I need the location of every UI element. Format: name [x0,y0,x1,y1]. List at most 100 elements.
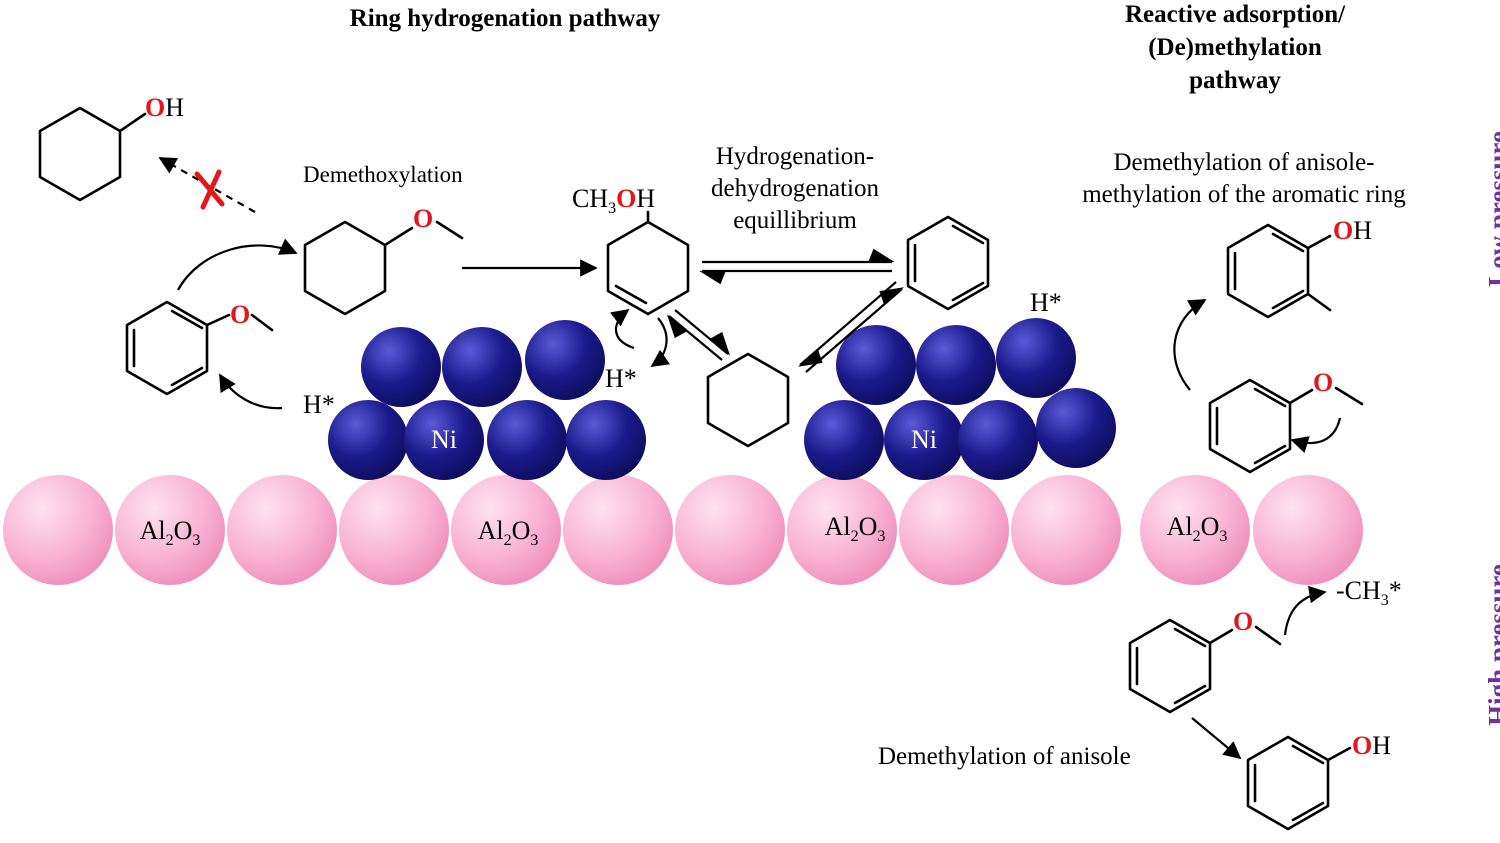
methyl-star: * [1388,576,1402,605]
red-cross-icon [194,169,225,210]
methanol-formula: CH3OH [572,184,655,224]
support-al: Al [824,512,851,541]
nickel-label: Ni [431,425,457,454]
methanol-hydrogen: H [636,184,656,213]
hydrogen-atom: H [1372,731,1392,760]
support-o: O [1200,512,1220,541]
surface-hydrogen-curved-arrow [610,308,635,350]
nickel-sphere [884,400,964,480]
ortho-cresol-molecule [1226,223,1332,319]
support-sub2: 3 [1219,528,1228,546]
alumina-support [3,475,1363,585]
methyl-species-label: -CH3* [1336,576,1402,616]
nickel-sphere [487,400,567,480]
methyl-transfer-curved-arrow [1290,417,1342,454]
nickel-sphere [836,325,916,405]
adsorbed-hydrogen-label: H* [303,390,335,419]
hydrogenation-curved-arrow [177,238,298,291]
alumina-label: Al2O3 [795,512,915,552]
nickel-sphere [525,320,605,400]
oxygen-atom: O [1352,731,1373,760]
anisole-molecule-high-pressure [1128,618,1282,714]
methanol-sub: 3 [608,200,617,218]
cresol-hydroxyl: OH [1333,216,1372,246]
anisole-low-pressure-oxygen: O [1313,368,1334,397]
support-o: O [173,516,193,545]
support-o: O [858,512,878,541]
oxygen-atom: O [1333,216,1354,245]
support-al: Al [477,516,504,545]
demethylation-arrow [1191,717,1242,760]
methanol-ch: CH [572,184,609,213]
equilibrium-label-line1: Hydrogenation- [715,143,875,170]
support-sub1: 2 [850,528,859,546]
reactive-pathway-title-line2: (De)methylation [1148,34,1322,61]
support-sphere [227,475,337,585]
support-sphere [1253,475,1363,585]
methyl-release-curved-arrow [1283,585,1327,636]
adsorbed-hydrogen-label: H* [605,364,637,393]
phenol-hydroxyl: OH [1352,731,1391,761]
alumina-label: Al2O3 [110,516,230,556]
nickel-sphere [328,400,408,480]
nickel-sphere [996,318,1076,398]
support-o: O [511,516,531,545]
ring-pathway-title: Ring hydrogenation pathway [349,5,661,32]
support-sphere [1011,475,1121,585]
nickel-label: Ni [911,425,937,454]
support-sub1: 2 [503,532,512,550]
adsorbed-hydrogen-label: H* [1030,288,1062,317]
support-sub1: 2 [165,532,174,550]
anisole-oxygen: O [230,300,251,329]
support-sphere [899,475,1009,585]
demethylation-methylation-label-line1: Demethylation of anisole- [1113,149,1375,176]
nickel-sphere [958,400,1038,480]
low-pressure-label: Low pressure [1483,131,1500,287]
cyclohexene-molecule [606,210,690,316]
support-sub2: 3 [877,528,886,546]
support-al: Al [1166,512,1193,541]
support-sub2: 3 [530,532,539,550]
nickel-sphere [1036,388,1116,468]
support-sphere [675,475,785,585]
support-sphere [339,475,449,585]
nickel-sphere [916,325,996,405]
cyclohexane-molecule [706,352,790,448]
cyclohexanol-molecule [38,106,147,202]
nickel-sphere [566,400,646,480]
hydrogen-atom: H [1353,216,1373,245]
methoxycyclohexane-molecule [303,220,464,316]
support-sphere [115,475,225,585]
benzene-molecule [906,215,990,311]
hydrogen-atom: H [165,93,185,122]
demethoxylation-label: Demethoxylation [303,162,463,187]
high-pressure-label: High pressure [1483,564,1500,726]
methoxycyclohexane-oxygen: O [413,204,434,233]
anisole-molecule [125,300,274,396]
reactive-pathway-title-line1: Reactive adsorption/ [1124,1,1346,28]
support-sphere [787,475,897,585]
methyl-sub: 3 [1380,592,1389,610]
equilibrium-arrow-benzene-up [805,287,904,373]
support-al: Al [139,516,166,545]
support-sub2: 3 [192,532,201,550]
support-sub1: 2 [1192,528,1201,546]
hydrogen-adsorption-arrow [219,373,283,410]
equilibrium-arrow-cyclohexane-down [674,309,731,356]
demethylation-methylation-label-line2: methylation of the aromatic ring [1082,181,1406,208]
surface-hydrogen-return-arrow [650,317,671,367]
nickel-sphere [404,400,484,480]
demethylation-of-anisole-label: Demethylation of anisole [878,743,1131,770]
anisole-molecule-low-pressure [1208,378,1364,474]
nickel-sphere [442,327,522,407]
oxygen-atom: O [145,93,166,122]
nickel-sphere [361,327,441,407]
phenol-molecule [1246,735,1352,831]
nickel-cluster-right [804,318,1116,480]
reactive-pathway-title-line3: pathway [1189,67,1281,94]
equilibrium-label-line2: dehydrogenation [710,175,879,202]
methylation-curved-arrow [1173,299,1207,391]
alumina-label: Al2O3 [1137,512,1257,552]
